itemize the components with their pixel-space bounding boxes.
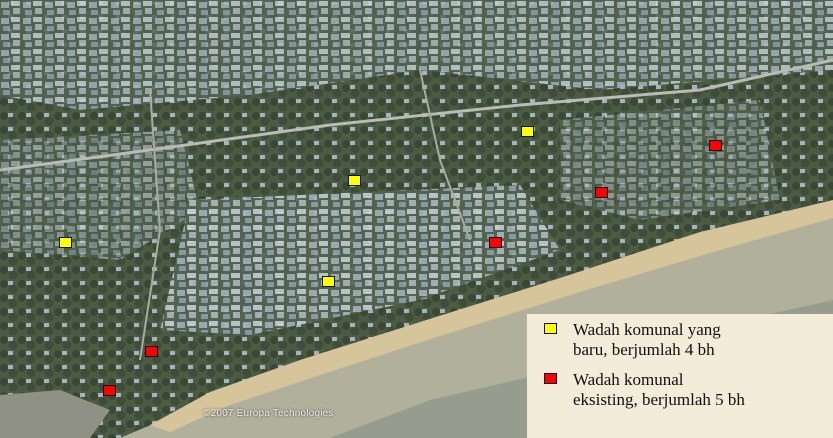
legend-item-new: Wadah komunal yang baru, berjumlah 4 bh: [541, 320, 833, 360]
marker-new: [521, 126, 534, 137]
road: [0, 58, 833, 172]
legend-swatch-new: [544, 323, 557, 334]
map-legend: Wadah komunal yang baru, berjumlah 4 bh …: [527, 314, 833, 438]
legend-label-new: Wadah komunal yang baru, berjumlah 4 bh: [573, 320, 721, 359]
marker-existing: [489, 237, 502, 248]
marker-new: [322, 276, 335, 287]
beach: [150, 200, 833, 432]
marker-existing: [145, 346, 158, 357]
road: [139, 89, 162, 361]
residential-cluster: [560, 100, 780, 220]
marker-existing: [103, 385, 116, 396]
imagery-credit: ©2007 Europa Technologies: [203, 408, 334, 419]
residential-cluster: [0, 0, 833, 110]
shore-rocks: [0, 390, 110, 438]
legend-swatch-existing: [544, 373, 557, 384]
legend-item-existing: Wadah komunal eksisting, berjumlah 5 bh: [541, 370, 833, 410]
marker-new: [348, 175, 361, 186]
road: [419, 69, 471, 241]
marker-existing: [709, 140, 722, 151]
marker-new: [59, 237, 72, 248]
marker-existing: [595, 187, 608, 198]
legend-label-existing: Wadah komunal eksisting, berjumlah 5 bh: [573, 370, 745, 409]
residential-cluster: [160, 185, 560, 335]
